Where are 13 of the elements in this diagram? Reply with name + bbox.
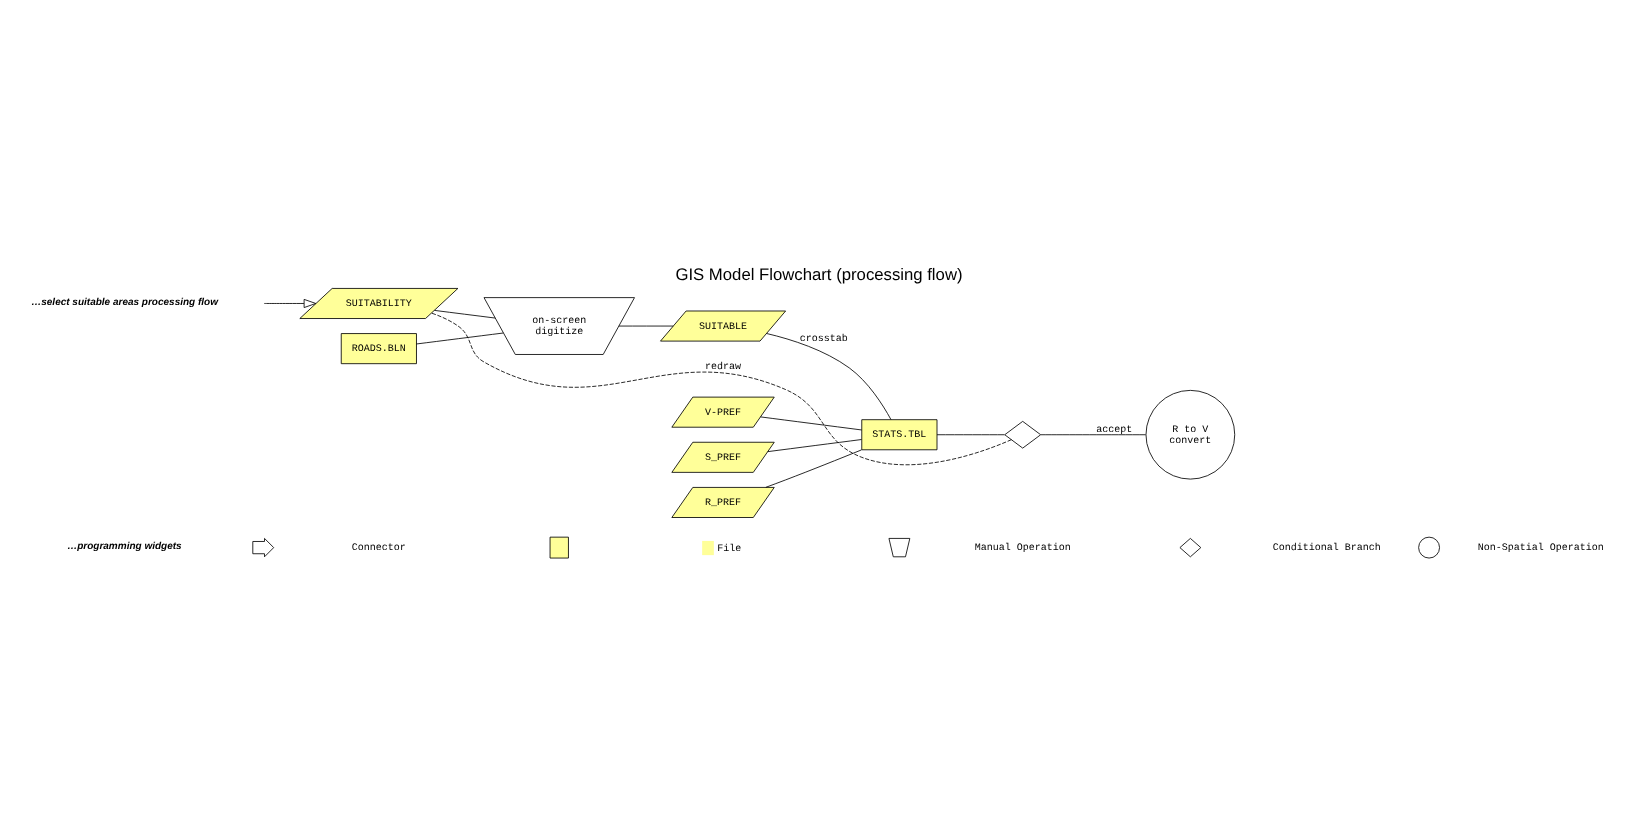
connector [936, 433, 1005, 435]
diagram-title: GIS Model Flowchart (processing flow) [675, 263, 963, 284]
connector [1040, 433, 1147, 435]
connector [766, 332, 892, 419]
connector [765, 448, 862, 487]
connector [434, 308, 496, 318]
connector [760, 415, 863, 430]
connector [767, 438, 862, 452]
arrow [263, 297, 317, 307]
connector [618, 324, 674, 326]
connector [416, 331, 504, 344]
node-diamond [1004, 419, 1042, 448]
connector [431, 311, 1012, 465]
